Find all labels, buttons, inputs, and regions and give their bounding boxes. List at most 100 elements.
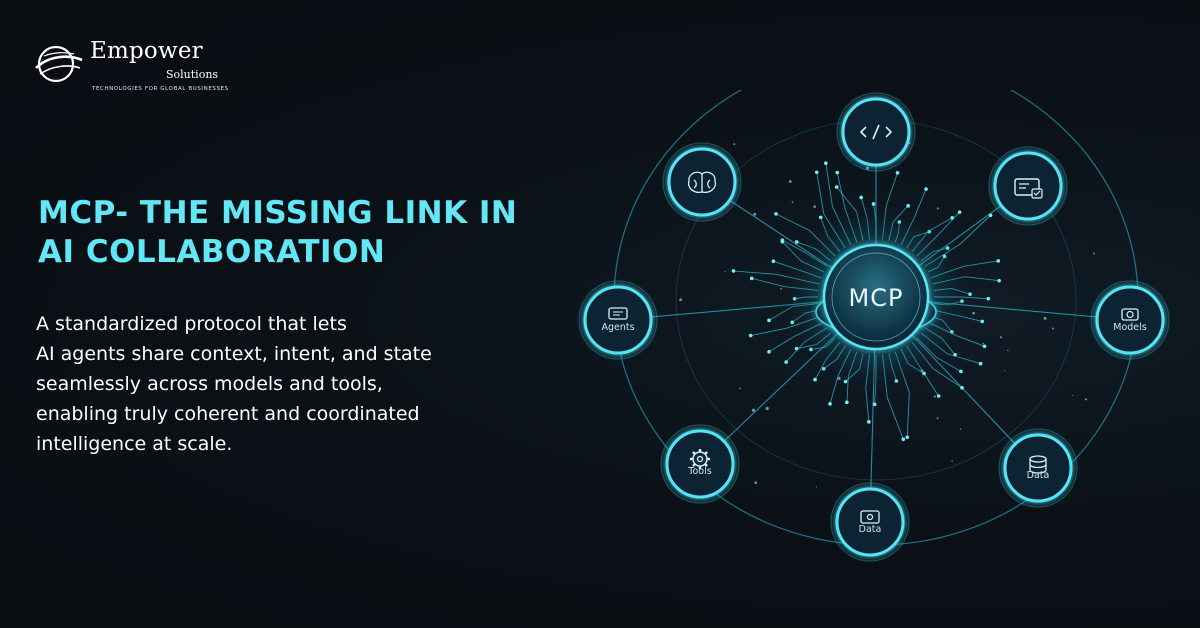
models-icon [1121,308,1139,321]
code-icon [859,124,893,140]
circuit-dot [996,259,1001,263]
brain-icon [687,171,717,193]
circuit-dot [774,212,778,216]
sparkle-dot [751,408,756,412]
node-data: Data [830,482,910,562]
description-line-2: AI agents share context, intent, and sta… [36,343,432,365]
sparkle-dot [936,207,939,210]
sparkle-dot [972,311,975,315]
circuit-dot [784,360,788,364]
circuit-dot [749,276,754,281]
circuit-dot [814,170,819,175]
sparkle-dot [959,428,962,430]
node-tools: Tools [660,424,740,504]
node-label: Data [859,524,882,535]
circuit-dot [980,319,985,324]
circuit-dot [859,195,863,200]
circuit-dot [978,361,983,366]
description-line-1: A standardized protocol that lets [36,313,347,335]
sparkle-dot [951,460,953,462]
circuit-dot [924,187,928,191]
page-title-line-2: AI COLLABORATION [38,234,386,270]
dashboard-icon [1014,178,1043,199]
circuit-dot [767,350,771,354]
company-logo: Empower Solutions TECHNOLOGIES FOR GLOBA… [34,38,274,102]
circuit-dot [834,185,839,189]
mcp-core-label: MCP [849,284,904,312]
brand-tagline: TECHNOLOGIES FOR GLOBAL BUSINESSES [92,86,229,92]
circuit-dot [901,437,906,442]
circuit-dot [986,296,991,301]
node-brain [662,142,742,222]
gear-icon [690,449,710,469]
circuit-dot [960,385,964,390]
sparkle-dot [1052,327,1054,330]
sparkle-dot [999,336,1002,339]
circuit-dot [895,171,900,175]
globe-swoosh-icon [35,45,83,83]
node-models: Models [1090,280,1170,360]
circuit-dot [982,344,987,349]
sparkle-dot [1084,398,1088,401]
agents-icon [608,307,628,320]
node-label: Data [1027,470,1050,481]
sparkle-dot [908,142,911,145]
description-line-5: intelligence at scale. [36,433,233,455]
circuit-dot [748,333,753,338]
circuit-dot [780,238,785,242]
sparkle-dot [724,316,726,318]
circuit-dot [959,369,963,374]
circuit-dot [828,402,832,406]
sparkle-dot [791,201,794,203]
node-label: Agents [601,322,634,333]
circuit-dot [957,210,962,214]
circuit-dot [767,318,771,323]
circuit-dot [835,170,840,175]
circuit-dot [997,278,1001,283]
circuit-dot [771,259,776,264]
sparkle-dot [1004,370,1006,372]
sparkle-dot [936,417,939,420]
circuit-dot [845,400,849,405]
node-dashboard [988,146,1068,226]
sparkle-dot [815,486,818,488]
page-title: MCP- THE MISSING LINK IN AI COLLABORATIO… [38,194,598,272]
circuit-dot [824,161,828,166]
sparkle-dot [739,387,741,390]
circuit-dot [867,420,871,424]
node-code [836,92,916,172]
sparkle-dot [1093,252,1096,255]
description: A standardized protocol that lets AI age… [36,309,576,459]
sparkle-dot [724,270,726,272]
sparkle-dot [982,342,985,345]
database-icon [1029,455,1047,474]
brand-name: Empower [90,38,203,64]
page-title-line-1: MCP- THE MISSING LINK IN [38,195,518,231]
description-line-4: enabling truly coherent and coordinated [36,403,420,425]
circuit-dot [813,377,817,382]
sparkle-dot [788,180,792,183]
node-data: Data [998,428,1078,508]
node-label: Models [1113,322,1147,333]
circuit-dot [988,213,993,218]
sparkle-dot [1072,394,1074,396]
mcp-core: MCP [778,199,974,395]
description-line-3: seamlessly across models and tools, [36,373,383,395]
sparkle-dot [754,481,758,485]
sparkle-dot [733,143,736,146]
sparkle-dot [813,205,816,208]
sparkle-dot [765,406,769,411]
sparkle-dot [933,395,936,398]
sparkle-dot [1043,316,1047,320]
node-label: Tools [687,466,711,477]
data-icon [860,510,880,524]
sparkle-dot [753,212,757,216]
circuit-dot [872,402,877,407]
sparkle-dot [865,166,869,170]
circuit-dot [936,394,941,398]
node-agents: Agents [578,280,658,360]
circuit-dot [905,435,910,440]
brand-subtitle: Solutions [166,68,219,81]
